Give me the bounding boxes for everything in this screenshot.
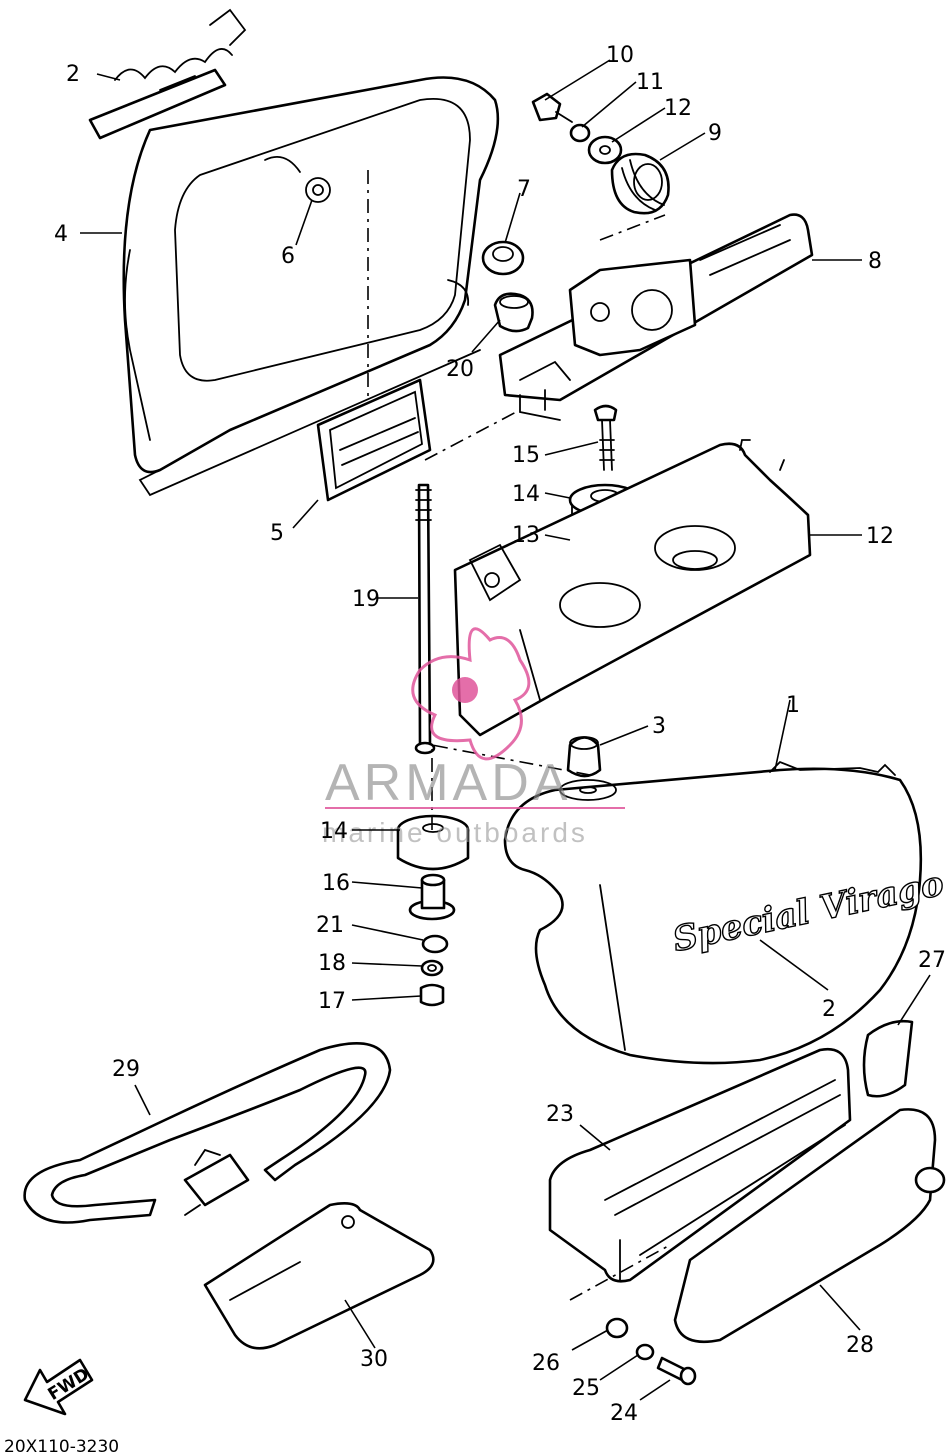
label-27: 27 xyxy=(918,948,946,973)
side-cover-left[interactable] xyxy=(122,76,500,497)
grommet-14-lower[interactable] xyxy=(396,814,470,871)
part-labels: 2 4 6 5 7 20 10 11 12 9 8 15 14 13 12 19… xyxy=(54,43,946,1426)
label-14-lower: 14 xyxy=(320,819,348,844)
leader-lines xyxy=(80,59,931,1401)
nut-18[interactable] xyxy=(419,983,445,1007)
label-14-upper: 13 xyxy=(512,523,540,548)
grommet-3[interactable] xyxy=(566,736,602,778)
label-9: 9 xyxy=(708,121,722,146)
washer-26[interactable] xyxy=(605,1317,629,1339)
label-19: 18 xyxy=(318,951,346,976)
bolt-17[interactable] xyxy=(593,404,618,471)
label-4: 4 xyxy=(54,222,68,247)
label-10: 10 xyxy=(606,43,634,68)
label-22: 20 xyxy=(446,357,474,382)
align-line-21 xyxy=(424,409,521,461)
align-line-9 xyxy=(599,214,666,241)
washer-25[interactable] xyxy=(635,1343,655,1361)
fwd-arrow: FWD xyxy=(23,1358,94,1416)
bolt-10[interactable] xyxy=(531,92,573,123)
washer-11[interactable] xyxy=(569,123,591,143)
label-25: 25 xyxy=(572,1376,600,1401)
grommet-7[interactable] xyxy=(481,240,525,276)
label-7: 7 xyxy=(517,177,531,202)
label-6: 6 xyxy=(281,244,295,269)
label-3: 3 xyxy=(652,714,666,739)
bolt-21[interactable] xyxy=(414,483,436,755)
bracket-8[interactable] xyxy=(498,213,814,421)
label-2-upper: 2 xyxy=(66,62,80,87)
label-11: 11 xyxy=(636,70,664,95)
side-cover-right[interactable]: Special Virago xyxy=(503,760,948,1065)
watermark-flower-icon xyxy=(452,677,478,703)
damper-22[interactable] xyxy=(493,292,534,333)
label-28: 28 xyxy=(846,1333,874,1358)
label-5: 5 xyxy=(270,521,284,546)
drawing-code: 20X110-3230 xyxy=(4,1437,119,1456)
watermark-tagline: marine outboards xyxy=(322,817,588,848)
label-16: 14 xyxy=(512,482,540,507)
label-21: 19 xyxy=(352,587,380,612)
tool-case-23[interactable] xyxy=(548,1047,852,1283)
collar-15[interactable] xyxy=(408,873,456,921)
label-2-lower: 2 xyxy=(822,997,836,1022)
emblem-bracket[interactable] xyxy=(88,8,247,140)
label-17: 15 xyxy=(512,443,540,468)
lid-28[interactable] xyxy=(673,1108,946,1344)
watermark: ARMADA marine outboards xyxy=(322,627,625,848)
cover-27[interactable] xyxy=(862,1020,914,1098)
label-15: 16 xyxy=(322,871,350,896)
label-12: 12 xyxy=(664,96,692,121)
label-26: 26 xyxy=(532,1351,560,1376)
screw-24[interactable] xyxy=(656,1356,697,1386)
tool-bag-30[interactable] xyxy=(203,1202,435,1350)
label-1: 1 xyxy=(786,693,800,718)
label-20: 21 xyxy=(316,913,344,938)
label-8: 8 xyxy=(868,249,882,274)
cable-29[interactable] xyxy=(23,1042,392,1224)
tray-13[interactable] xyxy=(453,439,812,737)
label-29: 29 xyxy=(112,1057,140,1082)
watermark-brand: ARMADA xyxy=(325,754,571,812)
emblem-plate[interactable] xyxy=(316,378,432,502)
label-13: 12 xyxy=(866,524,894,549)
align-line-26 xyxy=(569,1244,671,1301)
damper-9[interactable] xyxy=(610,152,670,215)
label-18: 17 xyxy=(318,989,346,1014)
washer-20[interactable] xyxy=(421,934,449,954)
label-24: 24 xyxy=(610,1401,638,1426)
label-30: 30 xyxy=(360,1347,388,1372)
washer-19[interactable] xyxy=(420,959,444,977)
washer-12[interactable] xyxy=(587,135,623,165)
label-23: 23 xyxy=(546,1102,574,1127)
